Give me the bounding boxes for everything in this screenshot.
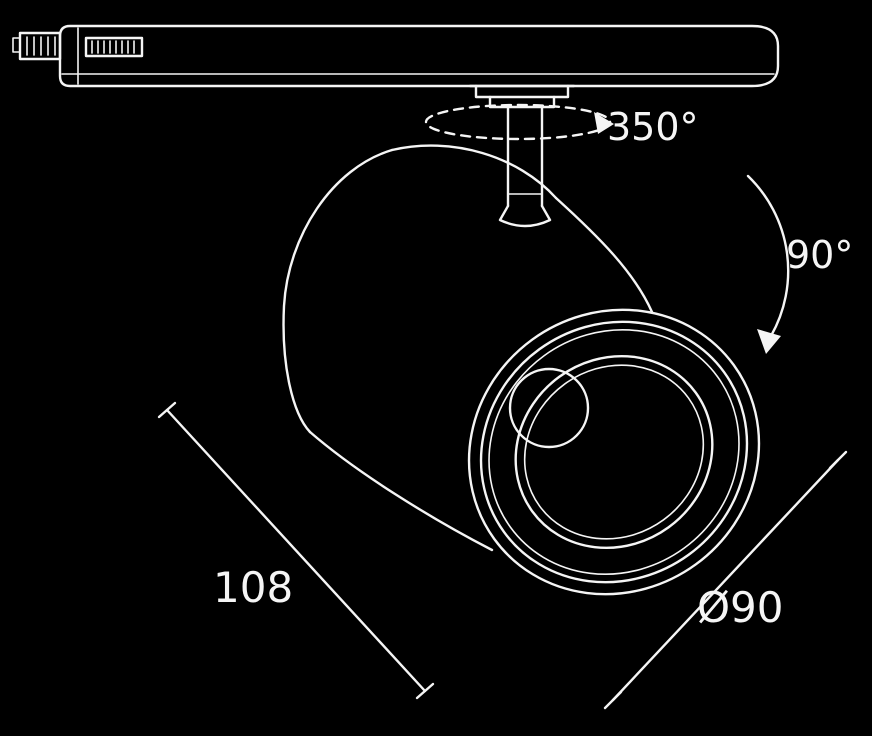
power-connector-notch: [12, 37, 21, 53]
body-bottom-edge: [308, 430, 494, 552]
body-back-cap: [282, 148, 394, 434]
rotation-arrowhead-icon: [594, 112, 614, 134]
tilt-indicator: 90°: [746, 174, 853, 354]
diameter-dimension-tick-end: [603, 690, 623, 710]
rail-clip-hatch: [91, 40, 135, 54]
tilt-angle-label: 90°: [786, 233, 853, 277]
spotlight-body: [282, 144, 761, 596]
power-connector-box: [18, 31, 62, 61]
length-dimension-tick-start: [157, 401, 177, 419]
lens-rim-2: [479, 320, 749, 584]
lamp-circle: [508, 367, 590, 449]
lens-outer-rim: [467, 308, 761, 596]
mounting-stem: [468, 84, 576, 228]
diameter-dimension-label: Ø90: [697, 583, 784, 632]
lens-inner-ring: [514, 354, 714, 550]
rail-outline: [58, 24, 780, 88]
power-connector-hatch: [26, 36, 56, 56]
length-dimension-label: 108: [213, 563, 293, 612]
lens-rim-3: [488, 329, 740, 575]
adapter-step-1: [474, 84, 570, 99]
stem-flare: [498, 204, 552, 228]
rotation-angle-label: 350°: [607, 105, 699, 149]
diameter-dimension-line: [611, 458, 840, 702]
body-top-edge: [390, 144, 558, 200]
length-dimension-line: [165, 408, 427, 693]
dimension-length: 108: [157, 401, 435, 700]
stem-shaft: [506, 105, 544, 208]
length-dimension-tick-end: [415, 682, 435, 700]
rotation-ellipse: [424, 103, 612, 141]
dimension-diameter: Ø90: [603, 450, 848, 710]
rotation-indicator: 350°: [424, 103, 699, 149]
lens: [467, 308, 761, 596]
rail-clip-box: [84, 36, 144, 58]
lens-inner-ring-2: [523, 364, 705, 540]
track-rail: [12, 24, 780, 88]
tilt-arrowhead-icon: [757, 329, 781, 354]
tilt-arc: [746, 174, 790, 338]
diameter-dimension-tick-start: [828, 450, 848, 470]
body-top-edge-front: [554, 196, 654, 314]
